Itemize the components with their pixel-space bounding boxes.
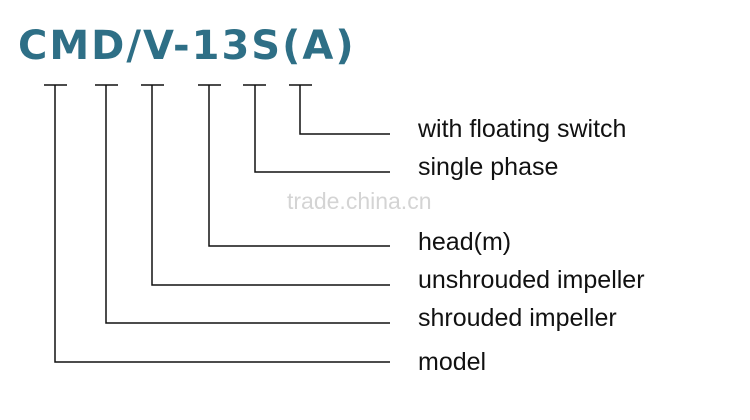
watermark-text: trade.china.cn	[287, 188, 432, 214]
connector-with-floating-switch	[289, 84, 390, 135]
label-model: model	[418, 348, 487, 376]
label-with-floating-switch: with floating switch	[418, 115, 627, 143]
model-code-title: CMD/V-13S(A)	[18, 23, 356, 69]
connector-head	[198, 84, 390, 247]
label-single-phase: single phase	[418, 153, 559, 181]
connector-shrouded-impeller	[95, 84, 390, 324]
connector-model	[44, 84, 390, 363]
connector-single-phase	[243, 84, 390, 173]
label-shrouded-impeller: shrouded impeller	[418, 304, 617, 332]
label-head: head(m)	[418, 228, 512, 256]
connector-unshrouded-impeller	[141, 84, 390, 286]
label-unshrouded-impeller: unshrouded impeller	[418, 266, 645, 294]
